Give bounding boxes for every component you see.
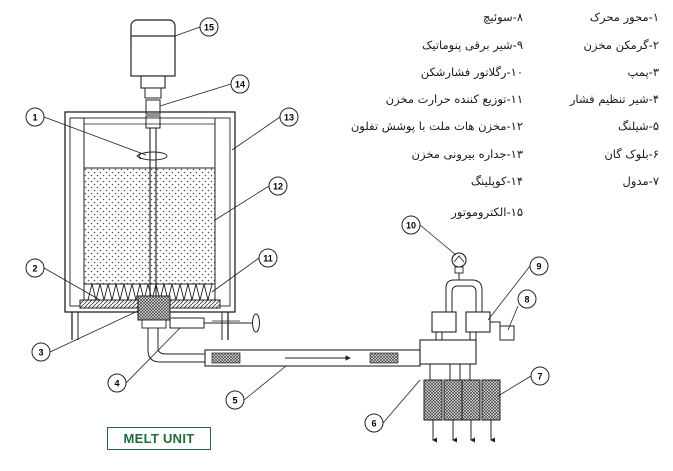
svg-text:5: 5 [232, 396, 237, 406]
legend-item-2: ۲-گرمکن مخزن [583, 38, 659, 52]
svg-text:6: 6 [371, 419, 376, 429]
legend-item-10: ۱۰-رگلاتور فشارشکن [420, 65, 523, 79]
coupling [145, 99, 161, 129]
callout-12: 12 [268, 176, 288, 196]
svg-text:4: 4 [114, 379, 119, 389]
callout-4: 4 [107, 373, 127, 393]
gun-block [419, 332, 477, 380]
callout-7: 7 [530, 366, 550, 386]
svg-text:7: 7 [537, 372, 542, 382]
modules [423, 379, 501, 443]
svg-text:13: 13 [284, 113, 294, 123]
legend-item-15: ۱۵-الکتروموتور [451, 205, 523, 219]
legend-item-12: ۱۲-مخزن هات ملت با پوشش تفلون [350, 119, 523, 133]
legend-item-3: ۳-پمپ [627, 65, 659, 79]
callout-3: 3 [31, 342, 51, 362]
callout-8: 8 [517, 289, 537, 309]
drive-shaft [136, 128, 168, 298]
leader-lines [43, 26, 532, 424]
callout-10: 10 [401, 215, 421, 235]
electric-motor [130, 19, 176, 99]
melt-unit-label: MELT UNIT [107, 427, 211, 450]
legend-item-13: ۱۳-جداره بیرونی مخزن [411, 147, 523, 161]
pressure-regulating-valve [169, 313, 260, 333]
callout-13: 13 [279, 107, 299, 127]
pump [137, 295, 171, 329]
svg-text:10: 10 [406, 221, 416, 231]
legend-item-1: ۱-محور محرک [589, 10, 659, 24]
hose [204, 349, 421, 367]
svg-text:15: 15 [204, 23, 214, 33]
callout-2: 2 [25, 258, 45, 278]
svg-text:14: 14 [235, 80, 245, 90]
legend-item-8: ۸-سوئیچ [482, 10, 523, 24]
legend-item-11: ۱۱-توزیع کننده حرارت مخزن [385, 92, 523, 106]
legend-item-4: ۴-شیر تنظیم فشار [569, 92, 659, 106]
legend-item-6: ۶-بلوک گان [604, 147, 659, 161]
svg-text:12: 12 [273, 182, 283, 192]
legend-item-14: ۱۴-کوپلینگ [470, 174, 523, 188]
svg-text:9: 9 [536, 262, 541, 272]
svg-text:1: 1 [32, 113, 37, 123]
switch [490, 321, 515, 341]
svg-text:3: 3 [38, 348, 43, 358]
legend-item-7: ۷-مدول [622, 174, 659, 188]
callout-14: 14 [230, 74, 250, 94]
svg-text:11: 11 [263, 254, 273, 264]
legend-item-9: ۹-شیر برقی پنوماتیک [422, 38, 523, 52]
svg-text:8: 8 [524, 295, 529, 305]
callout-1: 1 [25, 107, 45, 127]
outlet-pipe [147, 328, 205, 363]
callout-15: 15 [199, 17, 219, 37]
callout-9: 9 [529, 256, 549, 276]
pneumatic-solenoid-valve [431, 273, 491, 333]
callout-11: 11 [258, 248, 278, 268]
callout-6: 6 [364, 413, 384, 433]
pressure-reducing-regulator [451, 252, 467, 274]
callout-5: 5 [225, 390, 245, 410]
svg-text:2: 2 [32, 264, 37, 274]
legend-item-5: ۵-شیلنگ [617, 119, 659, 133]
